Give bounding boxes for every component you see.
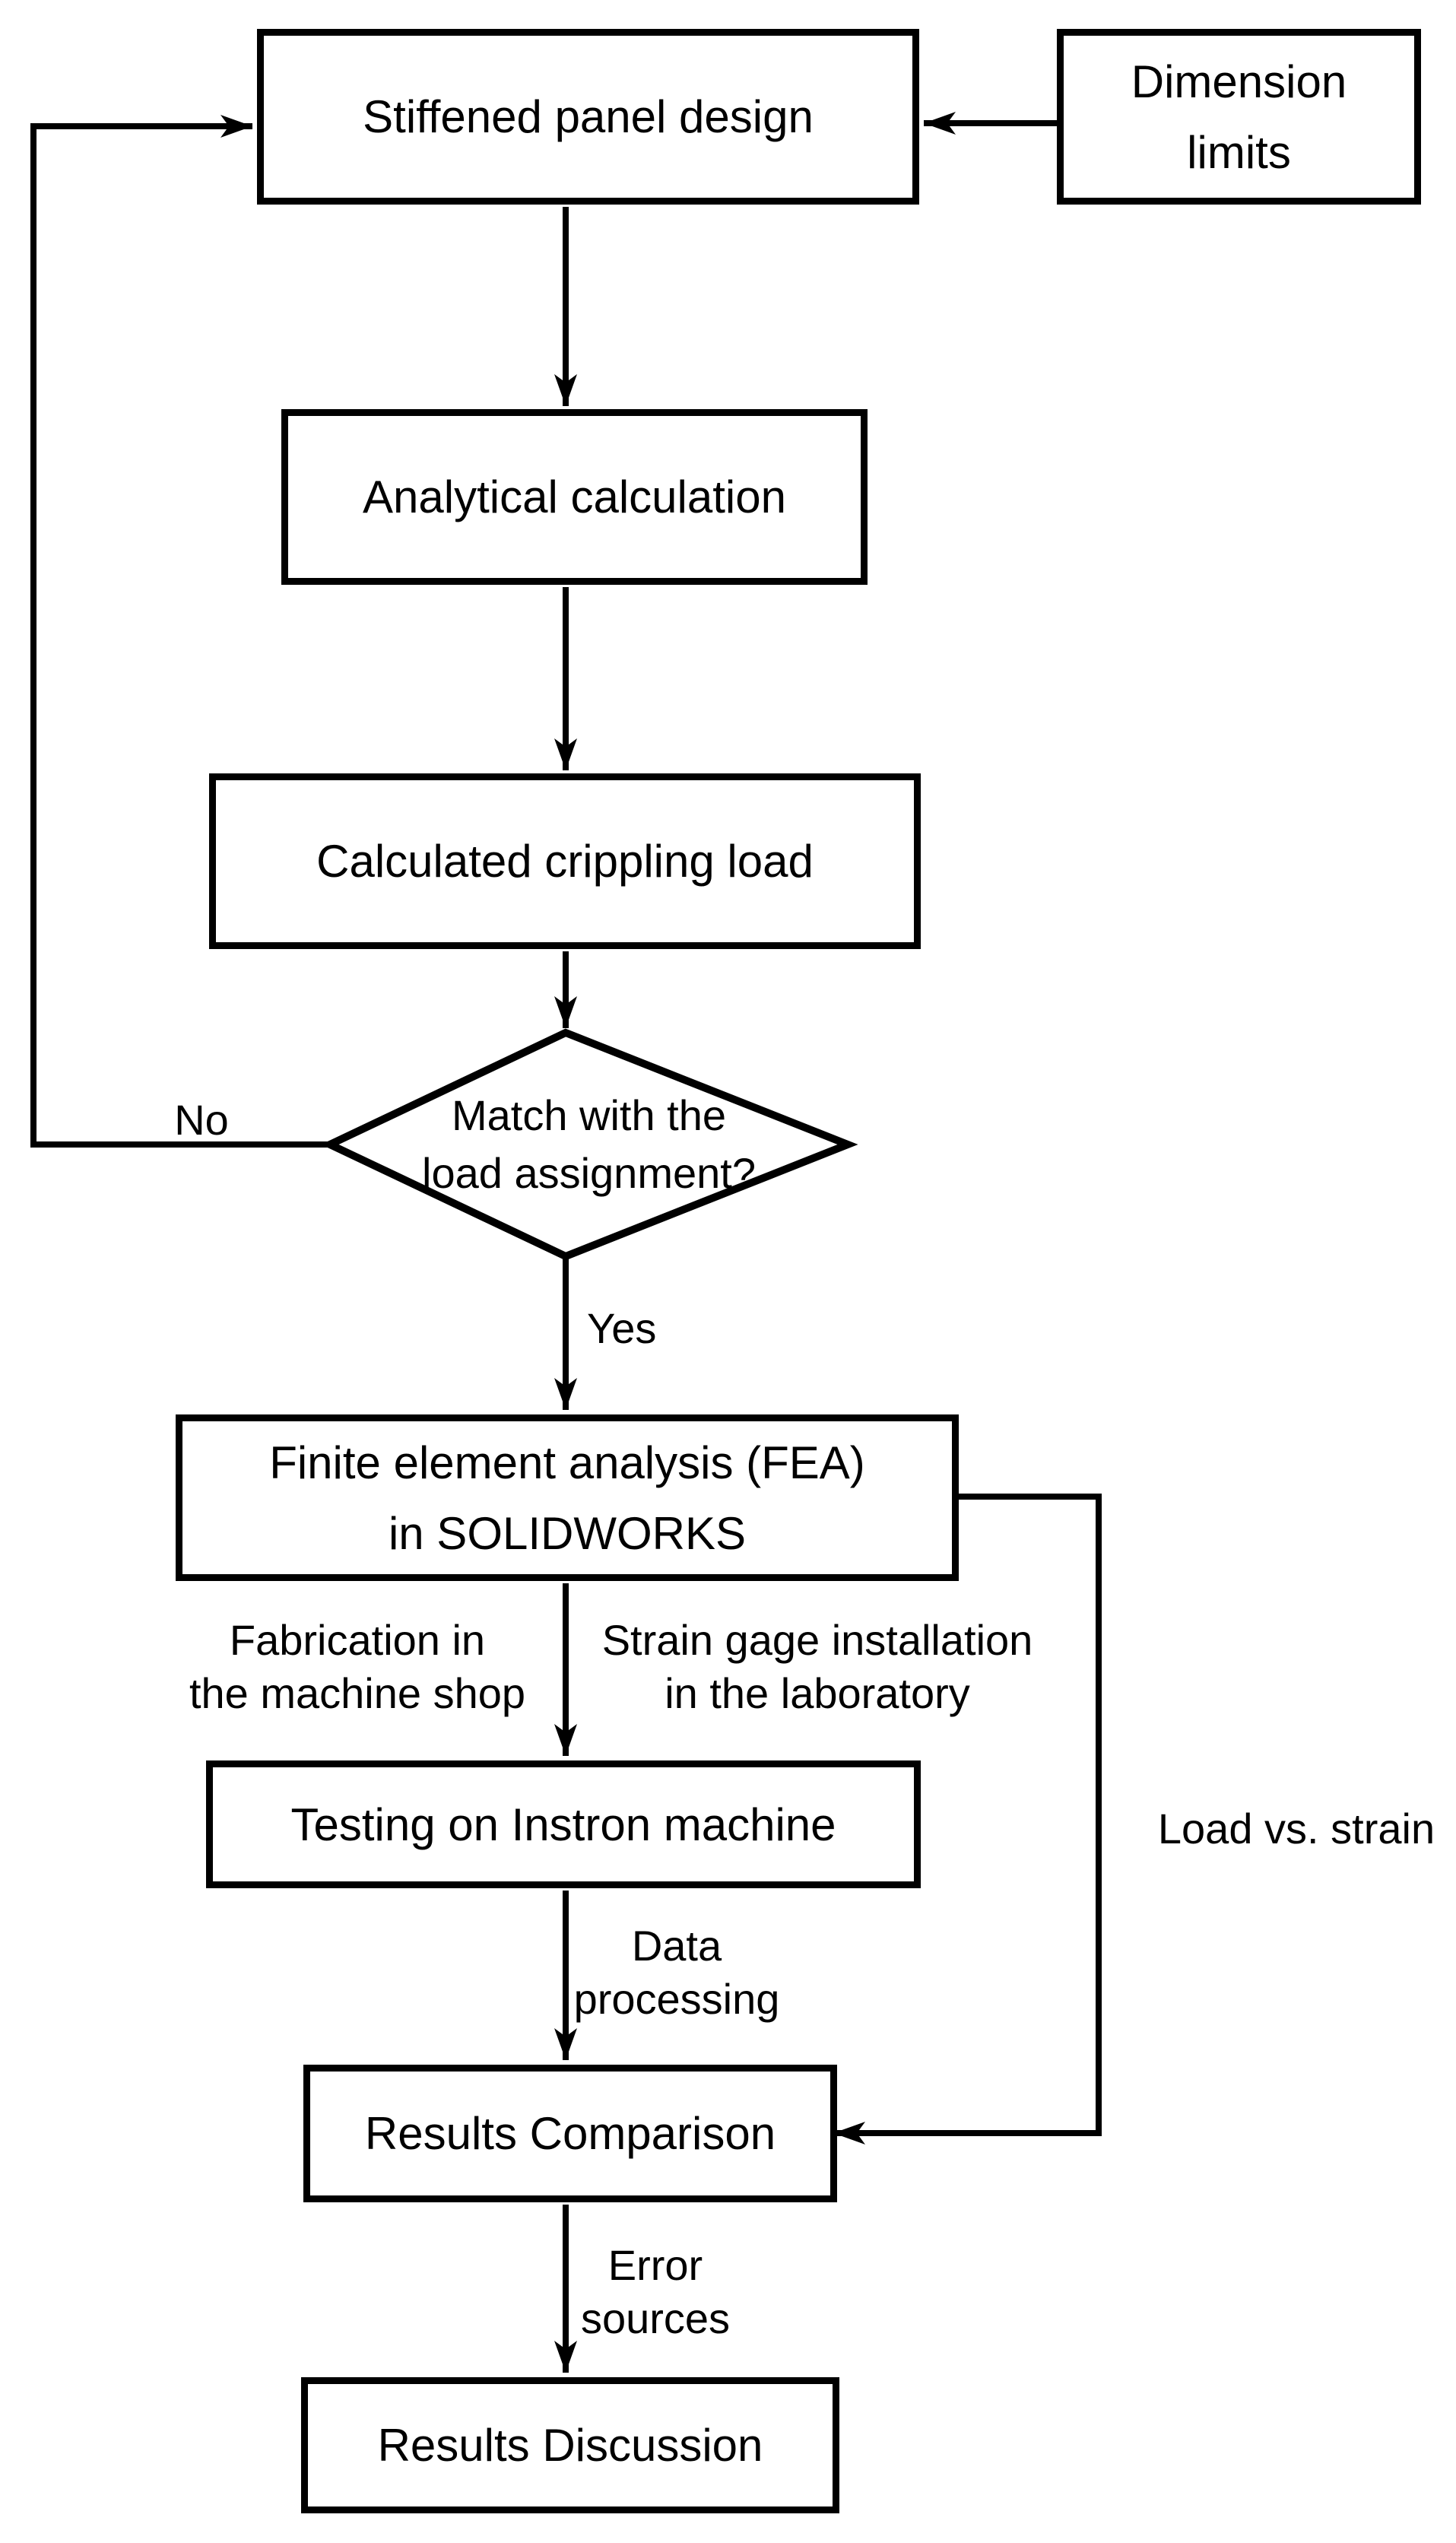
decision-diamond bbox=[321, 1028, 858, 1261]
edge-label-strain-gage: Strain gage installation in the laborato… bbox=[601, 1616, 1033, 1717]
node-dimension-limits: Dimension limits bbox=[1057, 29, 1421, 205]
edge-label-data-processing: Data processing bbox=[573, 1922, 780, 2023]
node-testing-instron: Testing on Instron machine bbox=[206, 1760, 921, 1888]
edge-label-error-sources: Error sources bbox=[580, 2241, 731, 2342]
node-analytical-calculation: Analytical calculation bbox=[281, 409, 868, 585]
arrow-no-feedback-to-design bbox=[30, 115, 330, 1148]
edge-label-load-vs-strain: Load vs. strain bbox=[1157, 1805, 1435, 1852]
node-results-discussion: Results Discussion bbox=[301, 2377, 839, 2513]
node-results-comparison: Results Comparison bbox=[303, 2065, 837, 2202]
node-calculated-crippling-load: Calculated crippling load bbox=[209, 773, 921, 949]
edge-label-yes: Yes bbox=[587, 1304, 657, 1352]
arrow-load-strain-to-comparison bbox=[833, 1494, 1102, 2145]
decision-label: Match with the load assignment? bbox=[422, 1091, 756, 1197]
node-fea-solidworks: Finite element analysis (FEA) in SOLIDWO… bbox=[176, 1414, 959, 1581]
edge-label-no: No bbox=[174, 1096, 229, 1144]
node-stiffened-panel-design: Stiffened panel design bbox=[257, 29, 919, 205]
edge-label-fabrication: Fabrication in the machine shop bbox=[189, 1616, 526, 1717]
